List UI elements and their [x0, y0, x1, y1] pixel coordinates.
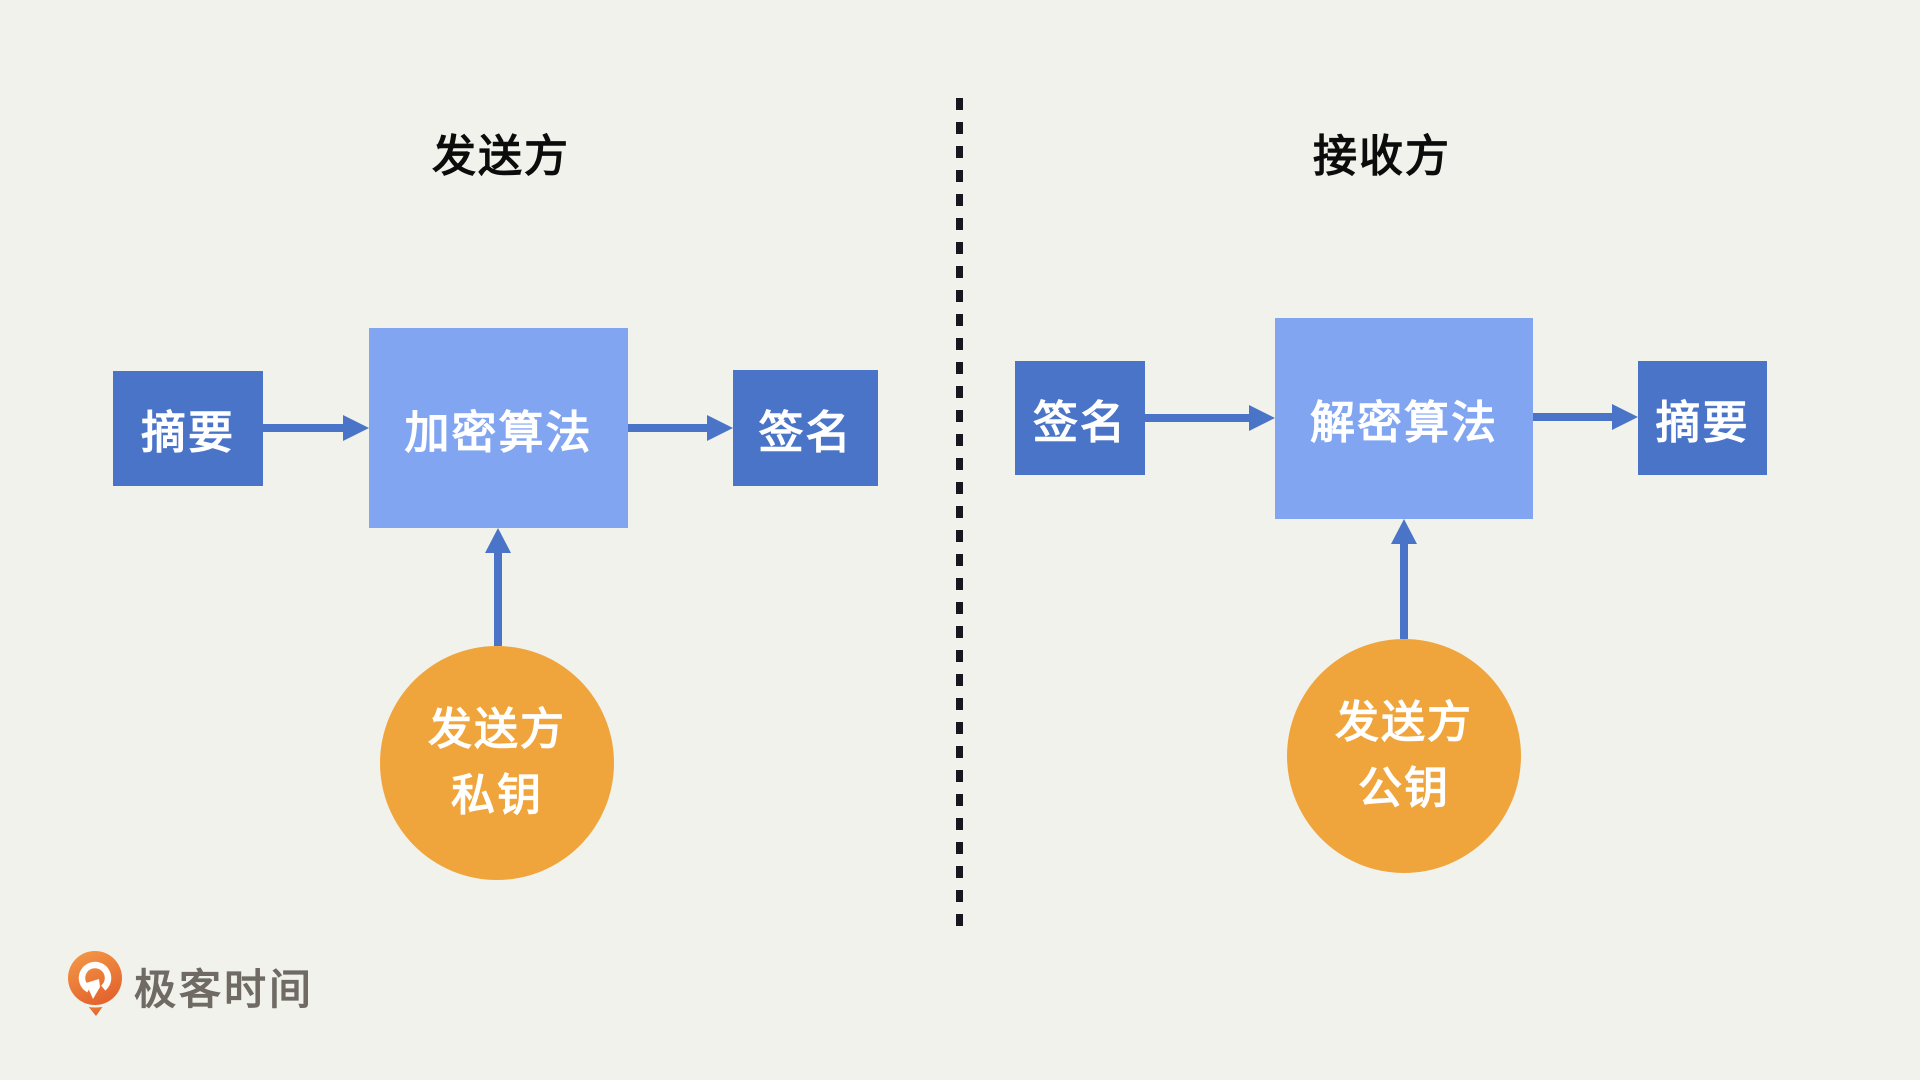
brand-text: 极客时间	[134, 966, 315, 1013]
sender-digest-box: 摘要	[113, 371, 263, 486]
sender-private-key-circle: 发送方 私钥	[380, 646, 614, 880]
receiver-section-title: 接收方	[1313, 132, 1451, 181]
sender-public-key-line2: 公钥	[1358, 764, 1450, 813]
arrow-sender-public-key-to-algorithm	[1400, 544, 1408, 639]
sender-private-key-line1: 发送方	[428, 705, 566, 754]
sender-encryption-algorithm-box: 加密算法	[369, 328, 628, 528]
sender-signature-box: 签名	[733, 370, 878, 486]
arrow-sender-private-key-to-algorithm	[494, 553, 502, 646]
arrow-receiver-algorithm-to-digest	[1533, 413, 1612, 421]
geektime-logo-icon	[66, 951, 124, 1022]
section-divider-dashed-line	[956, 98, 963, 928]
brand-footer: 极客时间	[66, 951, 314, 1022]
sender-public-key-circle: 发送方 公钥	[1287, 639, 1521, 873]
receiver-digest-box: 摘要	[1638, 361, 1767, 475]
arrow-sender-digest-to-algorithm	[263, 424, 343, 432]
arrow-sender-algorithm-to-signature	[628, 424, 707, 432]
sender-section-title: 发送方	[432, 132, 570, 181]
sender-public-key-line1: 发送方	[1335, 698, 1473, 747]
sender-private-key-line2: 私钥	[451, 771, 543, 820]
receiver-decryption-algorithm-box: 解密算法	[1275, 318, 1533, 519]
receiver-signature-box: 签名	[1015, 361, 1145, 475]
arrow-receiver-signature-to-algorithm	[1145, 414, 1249, 422]
